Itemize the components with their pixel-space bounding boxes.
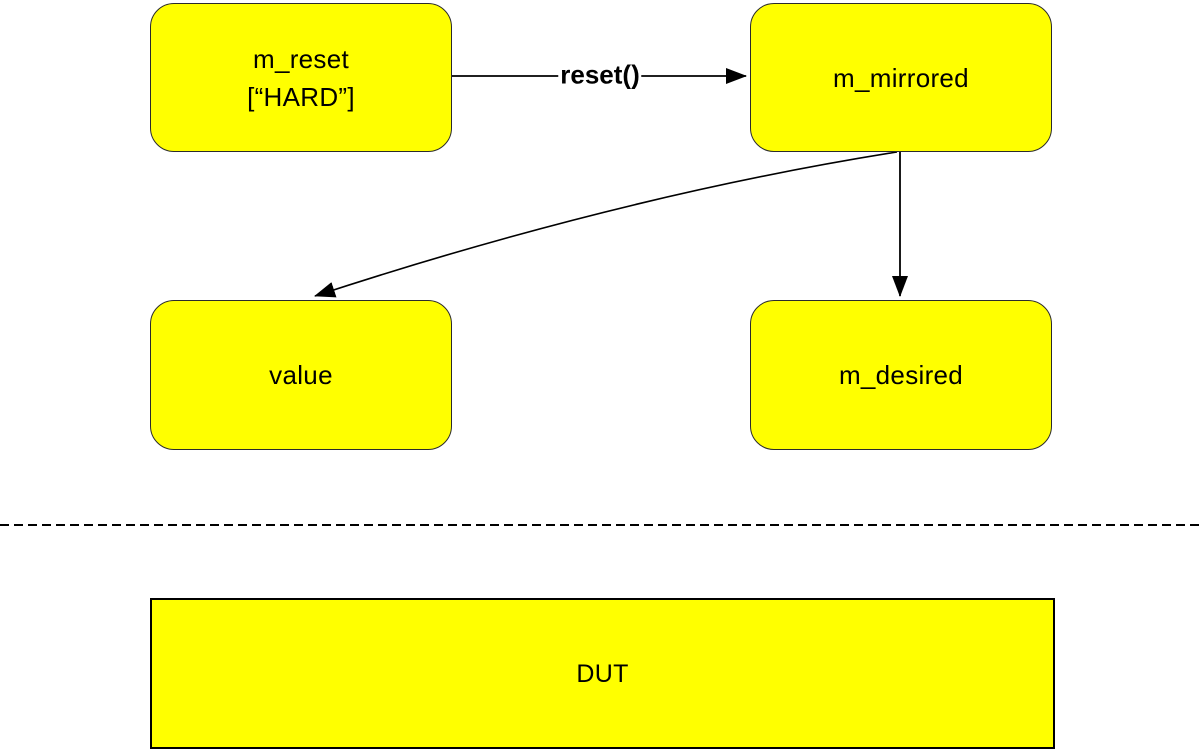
- node-m-reset: m_reset [“HARD”]: [150, 3, 452, 152]
- node-value: value: [150, 300, 452, 450]
- edge-reset-label: reset(): [558, 59, 642, 91]
- node-m-desired-label: m_desired: [838, 360, 964, 390]
- node-dut: DUT: [150, 598, 1055, 749]
- node-m-mirrored-label: m_mirrored: [833, 62, 969, 93]
- edge-mirrored-to-value-arrow: [314, 151, 898, 298]
- node-m-desired: m_desired: [750, 300, 1052, 450]
- node-m-mirrored: m_mirrored: [750, 3, 1052, 152]
- node-m-reset-label-line1: m_reset: [252, 43, 350, 74]
- node-dut-label: DUT: [576, 659, 629, 688]
- node-value-label: value: [269, 360, 333, 390]
- node-m-reset-label-line2: [“HARD”]: [247, 81, 355, 112]
